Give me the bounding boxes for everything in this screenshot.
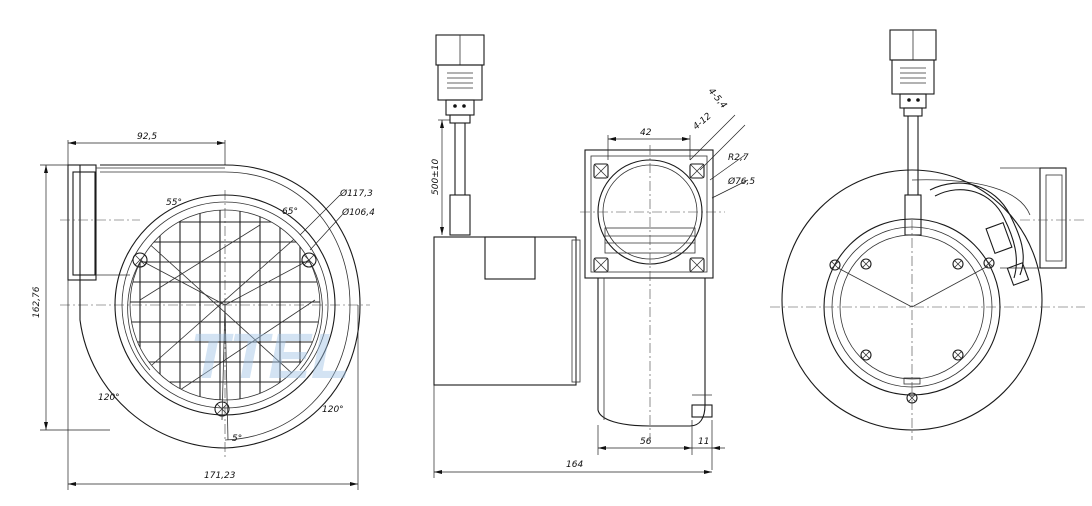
angle-right-bottom: 120° — [322, 405, 344, 415]
dim-width-bottom: 171,23 — [204, 471, 236, 481]
outlet-flange — [584, 149, 714, 279]
angle-left-bottom: 120° — [98, 393, 120, 403]
dim-radius: R2,7 — [728, 153, 749, 163]
terminal-block — [691, 404, 713, 418]
angle-right-top: 65° — [282, 207, 298, 217]
guard-grille — [130, 210, 320, 400]
rear-screws — [829, 257, 995, 404]
rear-outlet-duct — [1039, 167, 1067, 269]
front-view: 92,5 162,76 171,23 Ø117,3 Ø106,4 55° 65°… — [32, 132, 375, 490]
dim-inner-diameter: Ø106,4 — [341, 207, 375, 218]
volute-housing — [79, 164, 361, 449]
angle-left-top: 55° — [166, 198, 182, 208]
side-view: 500±10 — [431, 34, 755, 478]
dim-hole-spacing: 4-12 — [692, 111, 714, 132]
dim-height: 162,76 — [32, 286, 42, 318]
dim-motor-length: 56 — [640, 437, 652, 447]
mounting-holes — [593, 163, 705, 273]
angle-bottom: 5° — [232, 434, 242, 444]
dim-flange: 42 — [640, 128, 652, 138]
dim-cable-length: 500±10 — [431, 159, 441, 195]
dim-outer-diameter: Ø117,3 — [339, 188, 373, 199]
rear-housing-outer — [781, 169, 1043, 431]
watermark: TTEL — [190, 320, 350, 392]
blower-housing — [597, 278, 706, 427]
dim-total-length: 164 — [566, 460, 583, 470]
dim-holes: 4-5,4 — [706, 87, 729, 111]
rear-view — [770, 29, 1085, 440]
dim-outlet-diameter: Ø76,5 — [727, 176, 755, 187]
dim-terminal: 11 — [698, 437, 709, 447]
dim-width-top: 92,5 — [137, 132, 157, 142]
motor-body — [433, 236, 577, 386]
